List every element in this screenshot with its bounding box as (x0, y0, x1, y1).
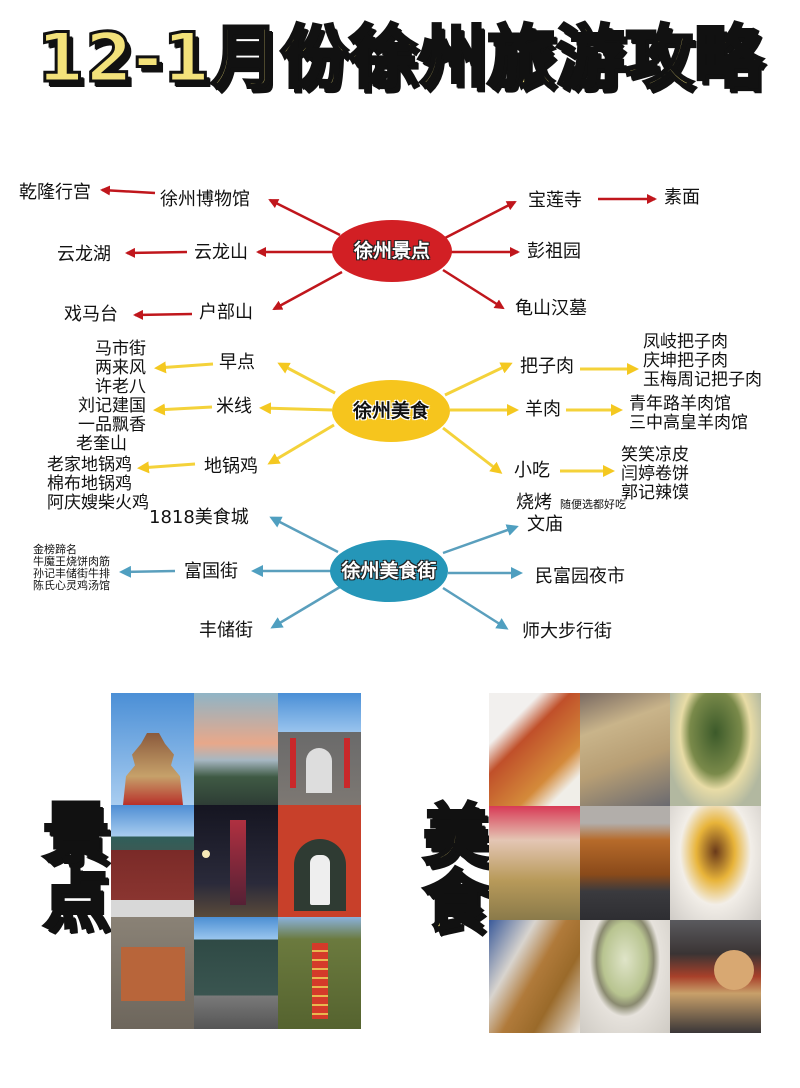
scenic-center-node: 徐州景点 (332, 220, 452, 282)
photo-grilled-crispy-flatbread (579, 693, 671, 807)
photo-pavilion-tower (111, 693, 195, 805)
street-fuguo-item: 牛魔王烧饼肉筋 (33, 555, 110, 568)
street-fuguo-item: 陈氏心灵鸡汤馆 (33, 579, 110, 592)
food-rice-noodle-extra: 老奎山 (76, 435, 127, 454)
scenic-node-hubu-mountain: 户部山 (199, 302, 253, 323)
food-node-breakfast: 早点 (219, 352, 255, 373)
photo-hanging-roast-meat (579, 806, 671, 920)
food-mutton-item: 青年路羊肉馆 (629, 394, 731, 414)
page-title: 12-1月份徐州旅游攻略 (35, 18, 764, 100)
street-node-fengchu-street: 丰储街 (199, 620, 253, 641)
food-braised-pork-item: 庆坤把子肉 (643, 351, 728, 371)
food-snacks-item: 郭记辣馍 (621, 483, 689, 503)
photo-museum-building (194, 917, 278, 1029)
photo-stuffed-egg-pancake (670, 806, 761, 920)
food-rice-noodle-item: 一品飘香 (78, 415, 146, 435)
food-node-rice-noodle: 米线 (216, 396, 252, 417)
food-snacks-item: 笑笑凉皮 (621, 445, 689, 465)
food-gallery-label: 美食 (411, 799, 491, 934)
food-node-pot-chicken: 地锅鸡 (204, 456, 258, 477)
food-braised-pork-item: 玉梅周记把子肉 (643, 370, 762, 390)
street-fuguo-item: 孙记丰储街牛排 (33, 567, 110, 580)
photo-hand-wrapped-dumpling (489, 806, 580, 920)
food-bbq-note: 随便选都好吃 (560, 498, 626, 511)
scenic-node-baolian-temple: 宝莲寺 (528, 190, 582, 211)
street-node-confucius-temple: 文庙 (527, 514, 563, 535)
photo-spicy-pancake-strips (489, 693, 580, 807)
photo-night-skyscraper (194, 805, 278, 917)
food-pot-chicken-item: 棉布地锅鸡 (47, 474, 132, 494)
street-center-label: 徐州美食街 (341, 559, 437, 582)
street-fuguo-item: 金榜蹄名 (33, 543, 77, 556)
scenic-sub-xima-terrace: 戏马台 (64, 304, 118, 325)
food-node-bbq: 烧烤 (516, 492, 552, 513)
food-pot-chicken-item: 阿庆嫂柴火鸡 (47, 493, 149, 513)
scenic-gallery-label: 景点 (31, 797, 111, 932)
photo-noodle-soup-bowl (579, 919, 671, 1033)
food-center-label: 徐州美食 (352, 399, 429, 422)
food-snacks-list: 笑笑凉皮 闫婷卷饼 郭记辣馍 (621, 446, 689, 503)
food-breakfast-item: 许老八 (95, 377, 146, 397)
food-braised-pork-list: 凤岐把子肉 庆坤把子肉 玉梅周记把子肉 (643, 333, 762, 390)
photo-red-wooden-hall (111, 805, 195, 917)
photo-vegetable-stuffed-bun (670, 693, 761, 807)
food-pot-chicken-item: 老家地锅鸡 (47, 455, 132, 475)
food-mutton-item: 三中高皇羊肉馆 (629, 413, 748, 433)
street-node-1818-food-city: 1818美食城 (149, 507, 249, 528)
food-braised-pork-item: 凤岐把子肉 (643, 332, 728, 352)
scenic-node-guishan-tomb: 龟山汉墓 (515, 298, 587, 319)
street-center-node: 徐州美食街 (330, 540, 448, 602)
scenic-node-pengzu-garden: 彭祖园 (527, 241, 581, 262)
scenic-photo-grid (111, 693, 361, 1029)
photo-fried-pancake-skewers (489, 919, 580, 1033)
photo-red-pagoda-hill (277, 917, 361, 1029)
street-node-fuguo-street: 富国街 (184, 561, 238, 582)
scenic-center-label: 徐州景点 (353, 239, 430, 262)
food-breakfast-item: 两来风 (95, 358, 146, 378)
food-snacks-item: 闫婷卷饼 (621, 464, 689, 484)
photo-sunset-mountain (194, 693, 278, 805)
street-fuguo-list: 金榜蹄名 牛魔王烧饼肉筋 孙记丰储街牛排 陈氏心灵鸡汤馆 (33, 544, 110, 592)
mindmap-connectors (100, 185, 657, 630)
photo-huilonggang-sign-wall (111, 917, 195, 1029)
food-breakfast-item: 马市街 (95, 339, 146, 359)
scenic-sub-qianlong-palace: 乾隆行宫 (19, 182, 91, 203)
food-rice-noodle-item: 刘记建国 (78, 396, 146, 416)
street-node-minfuyuan-night-market: 民富园夜市 (535, 566, 625, 587)
scenic-node-yunlong-mountain: 云龙山 (194, 242, 248, 263)
photo-statue-in-red-arch (277, 805, 361, 917)
food-node-snacks: 小吃 (514, 460, 550, 481)
food-pot-chicken-list: 老家地锅鸡 棉布地锅鸡 阿庆嫂柴火鸡 (47, 456, 149, 513)
food-rice-noodle-item: 老奎山 (76, 434, 127, 454)
food-center-node: 徐州美食 (332, 380, 450, 442)
food-photo-grid (489, 693, 761, 1033)
photo-charcoal-grilled-skewers (670, 919, 761, 1033)
scenic-sub-yunlong-lake: 云龙湖 (57, 244, 111, 265)
food-mutton-list: 青年路羊肉馆 三中高皇羊肉馆 (629, 395, 748, 433)
photo-city-gate (277, 693, 361, 805)
street-node-normal-univ-pedestrian-street: 师大步行街 (522, 621, 612, 642)
food-node-mutton: 羊肉 (525, 399, 561, 420)
food-node-braised-pork: 把子肉 (520, 356, 574, 377)
food-breakfast-list: 马市街 两来风 许老八 刘记建国 一品飘香 (78, 340, 146, 435)
scenic-node-museum: 徐州博物馆 (160, 189, 250, 210)
scenic-sub-plain-noodles: 素面 (664, 187, 700, 208)
